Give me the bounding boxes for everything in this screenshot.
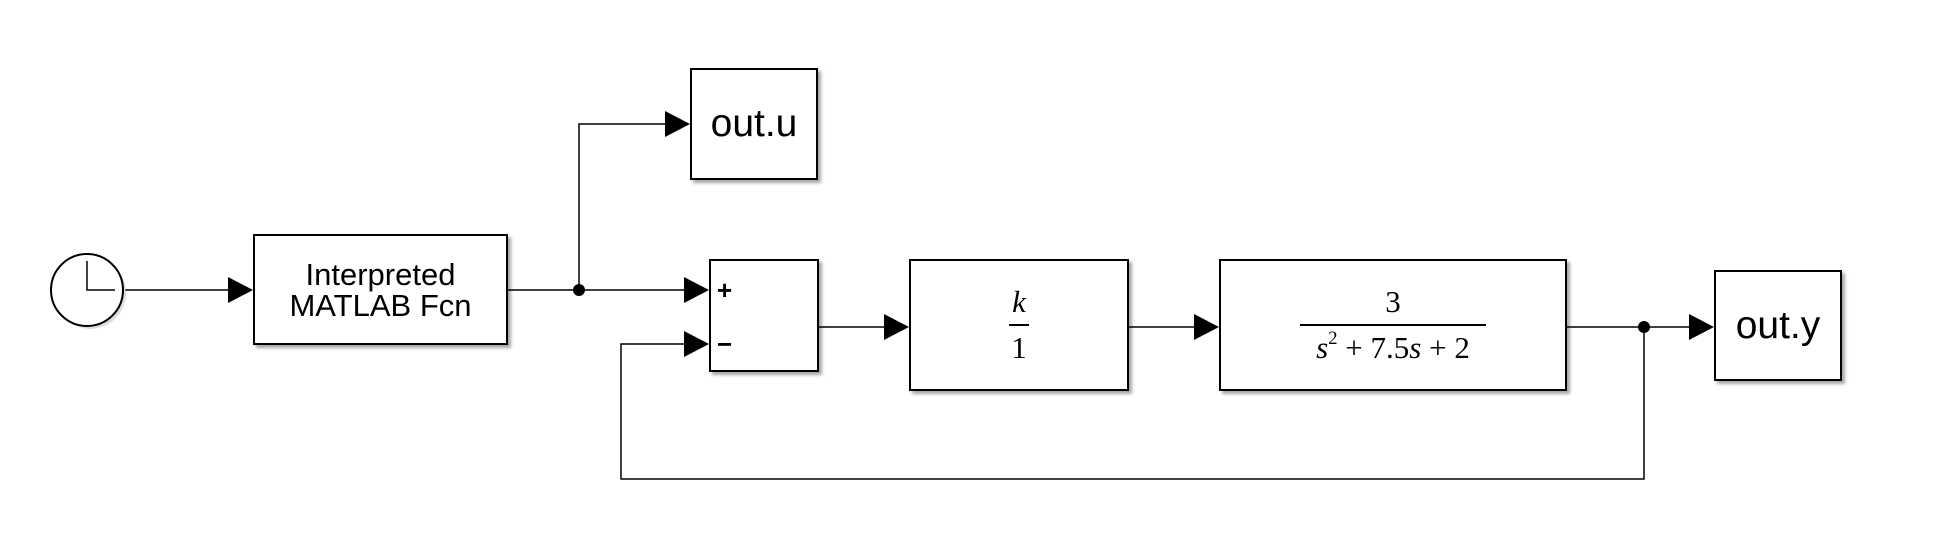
wire-to-out-u bbox=[578, 123, 665, 290]
arrowhead-out-y-in bbox=[1689, 314, 1714, 340]
arrowhead-sum-minus-in bbox=[684, 331, 709, 357]
gain-numerator: k bbox=[1012, 284, 1026, 320]
branch-point-y bbox=[1638, 321, 1650, 333]
transfer-fcn-fraction: 3 s2 + 7.5s + 2 bbox=[1300, 284, 1486, 365]
interpreted-matlab-fcn-block[interactable]: Interpreted MATLAB Fcn bbox=[253, 234, 508, 345]
wire-feedback bbox=[620, 327, 1645, 480]
fcn-label-line2: MATLAB Fcn bbox=[289, 287, 472, 323]
gain-fraction: k 1 bbox=[1009, 284, 1029, 365]
clock-hands bbox=[86, 261, 115, 291]
fcn-label-line1: Interpreted bbox=[305, 256, 456, 292]
arrowhead-plant-in bbox=[1194, 314, 1219, 340]
out-y-label: out.y bbox=[1735, 303, 1821, 347]
out-y-block[interactable]: out.y bbox=[1714, 270, 1842, 381]
branch-point-u bbox=[573, 284, 585, 296]
sum-block[interactable]: + − bbox=[709, 259, 819, 372]
arrowhead-sum-plus-in bbox=[684, 277, 709, 303]
sum-minus-sign: − bbox=[717, 329, 733, 359]
arrowhead-fcn-in bbox=[228, 277, 253, 303]
out-u-block[interactable]: out.u bbox=[690, 68, 818, 180]
gain-denominator: 1 bbox=[1011, 330, 1027, 365]
gain-block[interactable]: k 1 bbox=[909, 259, 1129, 391]
sum-plus-sign: + bbox=[717, 275, 733, 305]
plant-denominator: s2 + 7.5s + 2 bbox=[1316, 328, 1470, 365]
out-u-label: out.u bbox=[710, 102, 798, 145]
arrowhead-out-u-in bbox=[665, 111, 690, 137]
arrowhead-gain-in bbox=[884, 314, 909, 340]
plant-numerator: 3 bbox=[1385, 284, 1401, 320]
transfer-fcn-block[interactable]: 3 s2 + 7.5s + 2 bbox=[1219, 259, 1567, 391]
